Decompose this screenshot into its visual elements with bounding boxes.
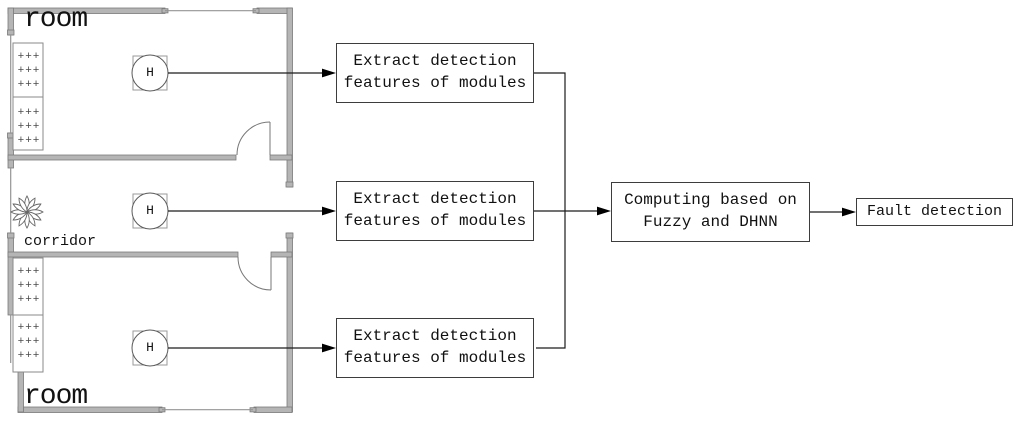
connector-top — [534, 72, 566, 211]
extract-box-2: Extract detection features of modules — [336, 181, 534, 241]
radiator-marks: +++ — [18, 294, 41, 306]
extract-box-1-line1: Extract detection — [353, 52, 517, 71]
arrowhead — [842, 207, 856, 217]
wall-segment — [286, 232, 293, 413]
wall-segment — [7, 154, 237, 161]
wall-cap — [7, 29, 15, 36]
wall-cap — [7, 232, 15, 239]
extract-box-3-line2: features of modules — [343, 349, 527, 367]
extract-box-2-line1: Extract detection — [353, 190, 517, 209]
wall-segment — [269, 154, 293, 161]
radiator-marks: +++ — [18, 280, 41, 292]
corridor-label: corridor — [24, 233, 97, 250]
plant-icon — [10, 195, 44, 229]
radiator-bottom: +++ +++ +++ +++ +++ +++ — [12, 257, 44, 373]
radiator-marks: +++ — [18, 135, 41, 147]
radiator-marks: +++ — [18, 322, 41, 334]
radiator-marks: +++ — [18, 336, 41, 348]
sensor-top-shape — [131, 54, 169, 92]
radiator-marks: +++ — [18, 51, 41, 63]
extract-box-3: Extract detection features of modules — [336, 318, 534, 378]
extract-box-1: Extract detection features of modules — [336, 43, 534, 103]
doors-group — [236, 121, 272, 291]
wall-cap — [285, 232, 294, 239]
radiator-top: +++ +++ +++ +++ +++ +++ — [12, 42, 44, 151]
sensor-bottom-shape — [131, 329, 169, 367]
sensor-top-label: H — [146, 65, 154, 80]
computing-box-line2: Fuzzy and DHNN — [643, 213, 778, 231]
wall-segment — [253, 406, 293, 413]
radiator-marks: +++ — [18, 121, 41, 133]
sensor-bottom-label: H — [146, 340, 154, 355]
extract-box-1-line2: features of modules — [343, 74, 527, 92]
sensors-group — [131, 54, 169, 367]
arrowhead — [597, 206, 611, 216]
radiator-marks: +++ — [18, 350, 41, 362]
room-label-top: room — [24, 4, 88, 35]
windows-group — [10, 10, 256, 411]
fault-detection-label: Fault detection — [866, 202, 1003, 220]
computing-box: Computing based on Fuzzy and DHNN — [611, 182, 810, 242]
wall-segment — [7, 251, 239, 258]
door-arc — [236, 121, 271, 156]
radiator-marks: +++ — [18, 65, 41, 77]
extract-box-2-line2: features of modules — [343, 212, 527, 230]
connector-bottom — [536, 211, 566, 349]
room-label-bottom: room — [24, 381, 88, 412]
fault-detection-box: Fault detection — [856, 198, 1013, 226]
wall-cap — [285, 181, 294, 188]
arrowhead — [322, 68, 336, 78]
radiator-marks: +++ — [18, 79, 41, 91]
computing-box-line1: Computing based on — [624, 191, 797, 210]
radiator-marks: +++ — [18, 107, 41, 119]
arrowhead — [322, 206, 336, 216]
door-arc — [237, 256, 272, 291]
sensor-middle-shape — [131, 192, 169, 230]
wall-segment — [270, 251, 293, 258]
sensor-middle-label: H — [146, 203, 154, 218]
extract-box-3-line1: Extract detection — [353, 327, 517, 346]
flow-lines-group — [168, 72, 844, 349]
arrowheads-group — [322, 68, 856, 353]
plant-petals — [10, 195, 44, 229]
radiator-marks: +++ — [18, 266, 41, 278]
arrowhead — [322, 343, 336, 353]
